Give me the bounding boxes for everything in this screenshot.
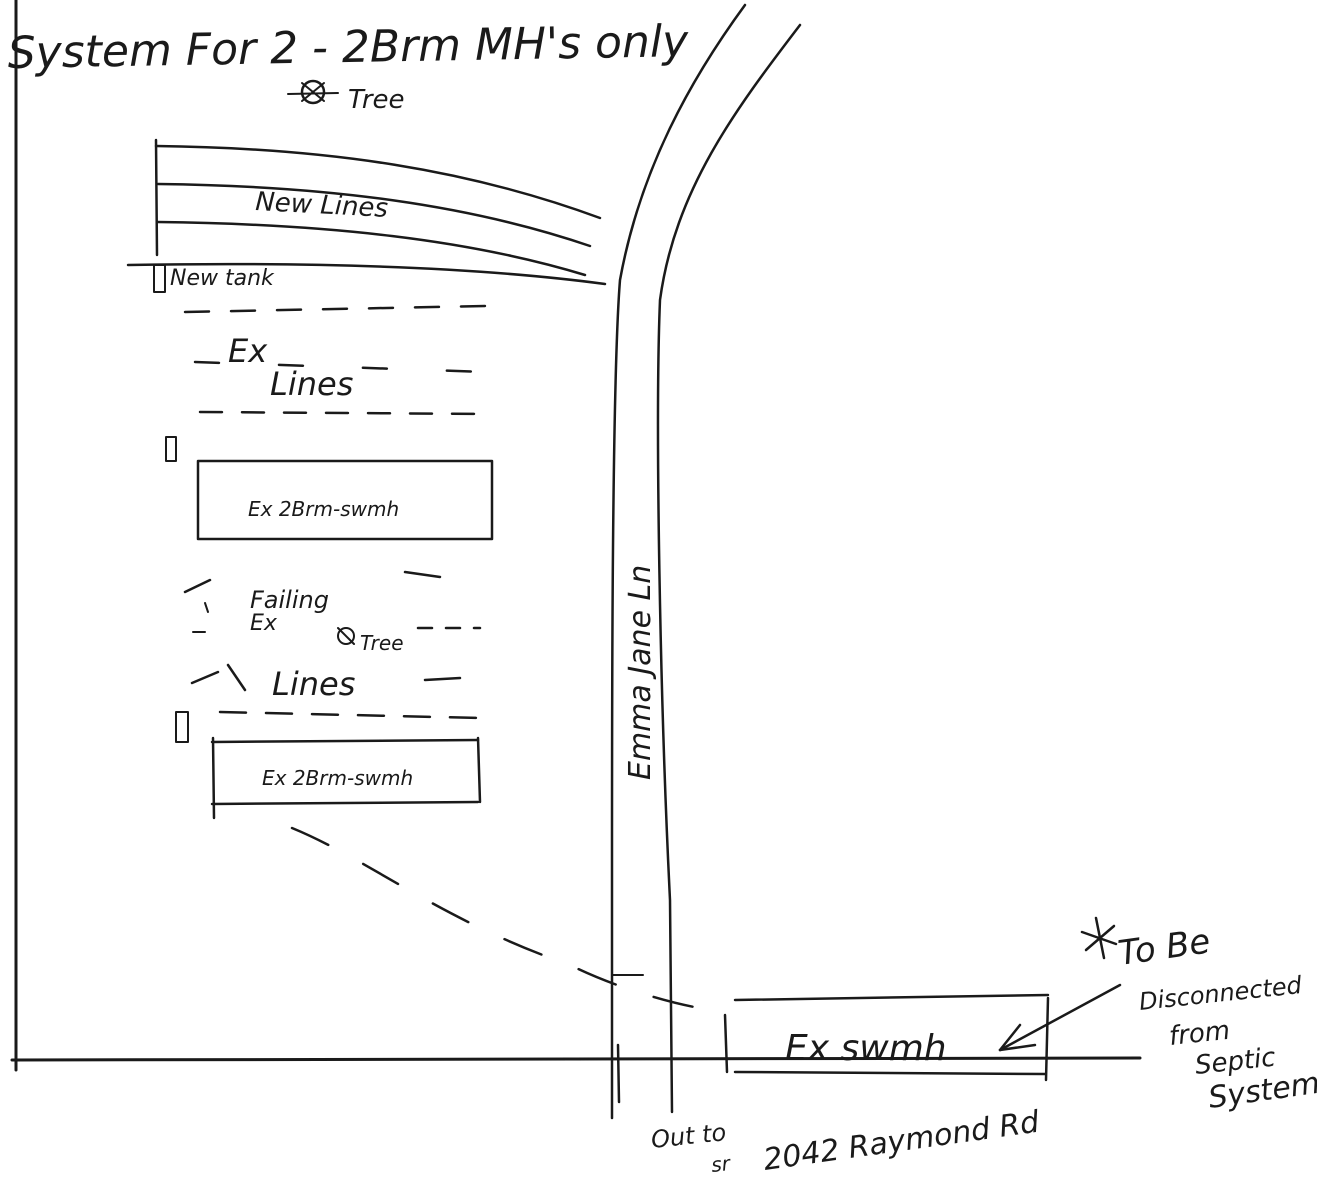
tree-icon-lower <box>337 627 355 645</box>
road <box>610 3 802 1120</box>
note-line-3: from <box>1168 1016 1232 1052</box>
ex-lines-label-1: Ex <box>228 332 268 370</box>
failing-ex-label: Ex <box>250 611 278 636</box>
note-line-2: Disconnected <box>1138 971 1304 1016</box>
ex-lines-label-2: Lines <box>270 365 353 403</box>
connection-dashed-line <box>290 826 702 1010</box>
new-tank-label: New tank <box>170 266 275 291</box>
ex-2brm-top-label: Ex 2Brm-swmh <box>248 497 399 521</box>
new-lines-label: New Lines <box>255 187 389 224</box>
tank-marker-icon <box>165 436 177 462</box>
note-line-1: To Be <box>1116 921 1213 973</box>
asterisk-icon <box>1080 916 1118 960</box>
pointer-arrow-icon <box>998 983 1122 1052</box>
bottom-boundary-line <box>10 1056 1142 1062</box>
tank-marker-lower-icon <box>175 711 189 743</box>
failing-lines-label: Lines <box>272 665 355 703</box>
out-to-label: Out to <box>650 1118 728 1154</box>
bottom-box-label: Ex swmh <box>785 1028 947 1069</box>
tree-label-top: Tree <box>348 85 405 115</box>
tree-icon <box>287 79 339 105</box>
out-to-sr-label: sr <box>710 1151 733 1177</box>
new-lines <box>126 138 607 286</box>
new-tank-icon <box>153 264 166 293</box>
failing-tree-label: Tree <box>360 631 404 655</box>
title: System For 2 - 2Brm MH's only <box>7 16 689 79</box>
failing-label: Failing <box>250 586 329 614</box>
ex-lines <box>183 304 492 416</box>
ex-2brm-bottom-box <box>210 736 482 820</box>
bottom-swmh-box <box>723 993 1050 1082</box>
road-label: Emma Jane Ln <box>623 565 658 780</box>
ex-2brm-top-box <box>196 459 494 541</box>
failing-lines <box>183 570 482 720</box>
ex-2brm-bottom-label: Ex 2Brm-swmh <box>262 766 413 790</box>
address-label: 2042 Raymond Rd <box>761 1104 1042 1177</box>
